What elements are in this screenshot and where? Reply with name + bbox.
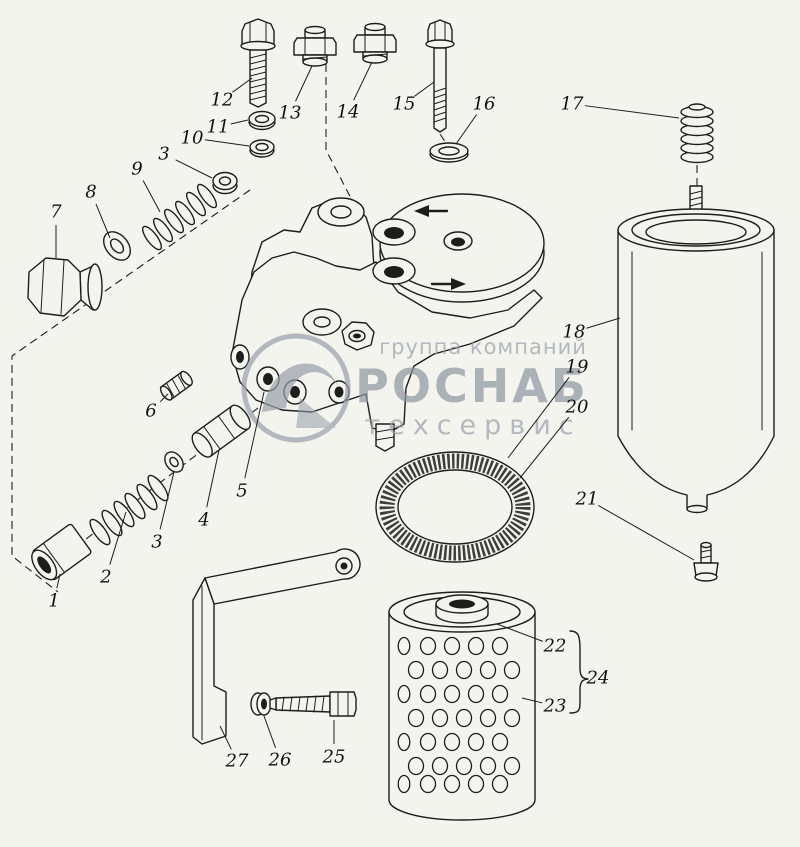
part-2-spring (89, 474, 169, 546)
part-6-plug (159, 370, 193, 401)
leader-15 (414, 81, 435, 97)
callout-3-lower: 3 (151, 532, 162, 553)
callout-13: 13 (279, 103, 302, 124)
part-1-union (31, 523, 92, 581)
part-3-washer-lower (164, 451, 184, 473)
watermark-logo-wing-icon (296, 398, 336, 428)
leader-8 (95, 203, 111, 239)
part-13-plug (293, 25, 337, 67)
part-12-bolt (240, 18, 276, 108)
filter-element (388, 591, 536, 821)
callout-12: 12 (211, 90, 234, 111)
leader-21 (598, 505, 695, 561)
leader-18 (586, 317, 621, 329)
flow-arrow-out (430, 278, 466, 290)
watermark: группа компаний РОСНАБ техсервис (241, 333, 589, 443)
watermark-line1: группа компаний (379, 335, 587, 359)
callout-25: 25 (322, 747, 346, 768)
part-3-washer-upper (212, 171, 238, 195)
leader-27 (219, 725, 232, 750)
callout-3-upper: 3 (158, 144, 169, 165)
flow-arrow-in (414, 205, 449, 217)
callout-21: 21 (575, 489, 599, 510)
part-8-washer (103, 231, 131, 261)
callout-9: 9 (131, 159, 142, 180)
callout-6: 6 (145, 401, 156, 422)
callout-16: 16 (473, 94, 496, 115)
part-14-plug (353, 22, 397, 64)
callout-22: 22 (543, 636, 567, 657)
leader-10 (204, 139, 250, 147)
callout-14: 14 (337, 102, 360, 123)
part-26-washer (250, 692, 272, 716)
leader-5 (244, 391, 265, 479)
watermark-line3: техсервис (364, 410, 581, 441)
part-18-filter-bowl (617, 185, 775, 514)
group-brace-24 (569, 630, 589, 714)
callout-4: 4 (197, 510, 209, 531)
leader-23 (521, 697, 543, 704)
leader-17 (584, 105, 680, 119)
leader-6 (159, 393, 169, 403)
callout-23: 23 (543, 696, 567, 717)
leader-9 (142, 180, 161, 213)
callout-5: 5 (236, 481, 247, 502)
callout-19: 19 (566, 357, 589, 378)
watermark-line2: РОСНАБ (355, 359, 589, 413)
leader-3-upper (175, 159, 213, 179)
callout-1: 1 (48, 591, 59, 612)
callout-17: 17 (561, 94, 584, 115)
leader-20 (519, 416, 570, 479)
part-25-bolt (269, 691, 357, 717)
watermark-logo-icon (241, 333, 351, 443)
callout-26: 26 (268, 750, 292, 771)
leader-26 (263, 715, 277, 748)
part-19-20-gasket-ring (375, 451, 535, 563)
callout-27: 27 (225, 751, 249, 772)
leader-19 (507, 377, 570, 459)
callout-10: 10 (181, 128, 204, 149)
leader-1 (56, 573, 61, 589)
part-10-washer (249, 139, 275, 158)
part-16-washer (429, 142, 469, 163)
leader-14 (353, 61, 373, 101)
callout-24: 24 (586, 668, 610, 689)
leader-11 (230, 119, 249, 125)
part-21-drain-bolt (693, 541, 719, 582)
part-11-washer (248, 110, 276, 131)
element-perforations (397, 636, 521, 794)
leader-2 (109, 511, 127, 565)
leader-4 (206, 449, 220, 508)
leader-13 (295, 65, 313, 102)
leader-16 (455, 114, 477, 145)
leader-22 (496, 623, 544, 642)
leader-12 (232, 77, 253, 93)
callout-11: 11 (207, 117, 230, 138)
watermark-logo-swoosh-icon (262, 363, 338, 412)
leader-3-lower (159, 471, 175, 530)
callout-8: 8 (85, 182, 96, 203)
part-9-spring (141, 183, 218, 251)
callout-15: 15 (393, 94, 416, 115)
part-7-plug (27, 257, 103, 317)
callout-18: 18 (563, 322, 586, 343)
part-17-spring (680, 103, 714, 164)
callout-7: 7 (50, 202, 62, 223)
part-4-valve (191, 404, 251, 458)
part-15-bolt (425, 19, 455, 133)
callout-20: 20 (565, 397, 589, 418)
callout-2: 2 (99, 567, 111, 588)
part-27-bracket (192, 548, 361, 745)
